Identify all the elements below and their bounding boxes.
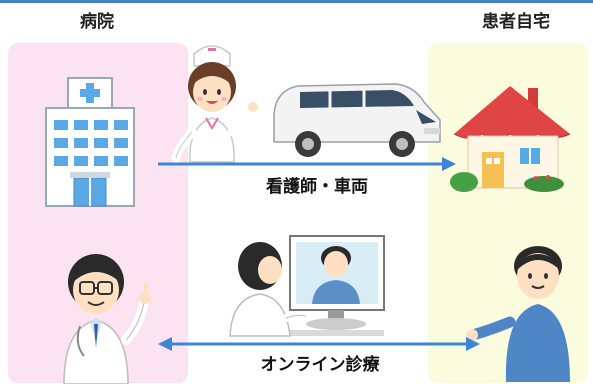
- video-call-icon: [229, 235, 385, 337]
- house-icon: [450, 86, 571, 192]
- hospital-header: 病院: [80, 12, 114, 32]
- van-icon: [273, 83, 441, 157]
- home-header: 患者自宅: [482, 12, 550, 32]
- visit-arrow: [158, 157, 456, 171]
- online-caption: オンライン診療: [230, 354, 410, 376]
- nurse-icon: [171, 45, 258, 163]
- hospital-building-icon: [45, 77, 135, 207]
- online-arrow: [158, 337, 480, 351]
- doctor-icon: [63, 254, 151, 384]
- visit-caption: 看護師・車両: [266, 177, 368, 197]
- top-rule: [0, 0, 593, 3]
- patient-icon: [466, 246, 570, 382]
